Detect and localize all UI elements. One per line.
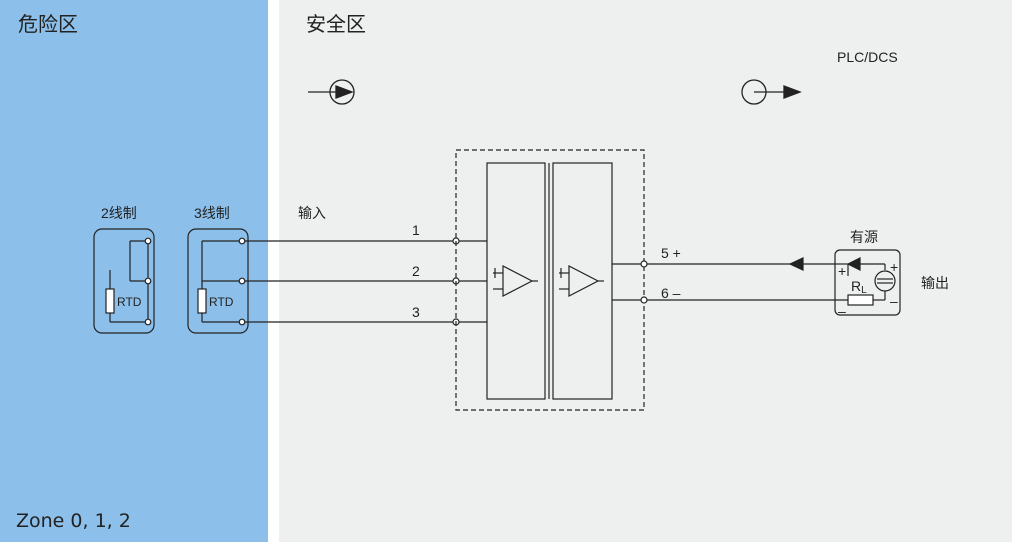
rl-sub: L: [861, 285, 867, 296]
safe-zone-title: 安全区: [306, 13, 366, 36]
terminal-5-label: 5 +: [661, 245, 681, 261]
rl-main: R: [851, 278, 861, 294]
load-minus-sign: –: [838, 303, 846, 319]
terminal-2-label: 2: [412, 263, 420, 279]
rtd-3wire-sensor: [187, 228, 249, 334]
active-source-label: 有源: [850, 229, 878, 245]
zone-label: Zone 0, 1, 2: [16, 510, 131, 532]
rtd-2wire-label: RTD: [117, 295, 142, 309]
terminal-3-label: 3: [412, 304, 420, 320]
hazardous-zone-panel: [0, 0, 268, 542]
input-flow-symbol: [308, 79, 355, 105]
source-plus-sign: +: [890, 259, 898, 275]
plc-dcs-label: PLC/DCS: [837, 49, 898, 65]
isolator-module: [455, 149, 645, 411]
input-wires: [245, 237, 487, 326]
three-wire-label: 3线制: [194, 205, 230, 221]
source-minus-sign: –: [890, 293, 898, 309]
active-load-box: [834, 249, 901, 316]
output-wires: [612, 257, 848, 304]
input-label: 输入: [298, 205, 326, 221]
safe-zone-panel: [279, 0, 1012, 542]
load-resistor-label: RL: [851, 278, 867, 296]
load-plus-sign: +: [838, 263, 846, 279]
terminal-6-label: 6 –: [661, 285, 681, 301]
hazardous-zone-title: 危险区: [18, 13, 78, 36]
terminal-1-label: 1: [412, 222, 420, 238]
two-wire-label: 2线制: [101, 205, 137, 221]
output-flow-symbol: [741, 79, 802, 105]
output-label: 输出: [921, 275, 949, 291]
rtd-2wire-sensor: [93, 228, 155, 334]
rtd-3wire-label: RTD: [209, 295, 234, 309]
